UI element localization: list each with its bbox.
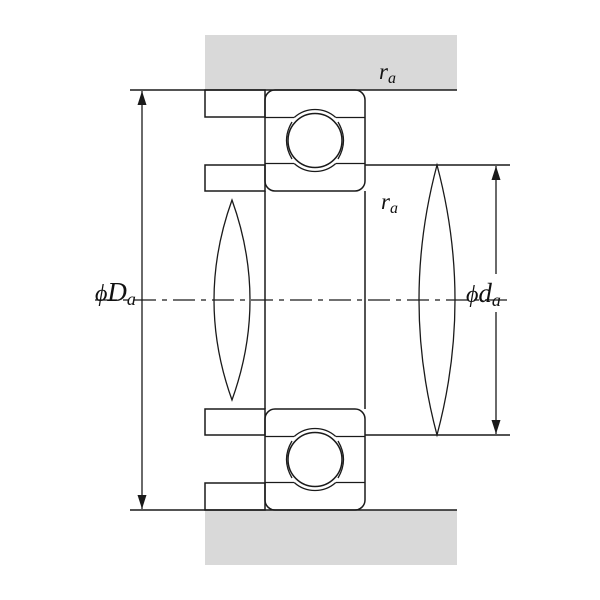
housing-shoulder-top-left xyxy=(204,89,266,118)
bearing-section-bottom xyxy=(264,408,366,511)
shaft-break-curve-left xyxy=(213,198,251,402)
subscript: a xyxy=(390,200,398,217)
arrowhead-down-icon xyxy=(491,420,501,434)
shaft-break-curve-right xyxy=(418,162,456,438)
cage-arc-left xyxy=(285,440,293,479)
bearing-rings-outline-top xyxy=(264,89,366,192)
label-phi-Da: ϕDa xyxy=(95,277,136,309)
bearing-rings-outline-bottom xyxy=(264,408,366,511)
shaft-abutment-top-left xyxy=(204,164,266,192)
radius-letter: r xyxy=(379,59,389,84)
cage-arc-right xyxy=(337,121,345,160)
housing-block-bottom xyxy=(205,510,457,565)
bearing-section-top xyxy=(264,89,366,192)
label-phi-da: ϕda xyxy=(466,278,501,310)
subscript: a xyxy=(388,70,396,87)
phi-symbol: ϕ xyxy=(466,282,478,308)
label-ra-housing: ra xyxy=(379,59,396,87)
ball-bottom xyxy=(287,431,343,488)
ball-top xyxy=(287,112,343,169)
diameter-letter: D xyxy=(106,277,127,307)
outer-raceway-arc xyxy=(293,108,337,118)
phi-symbol: ϕ xyxy=(95,281,107,307)
outer-raceway-arc xyxy=(293,482,337,492)
subscript: a xyxy=(492,290,501,310)
housing-shoulder-bottom-left xyxy=(204,482,266,511)
arrowhead-up-icon xyxy=(491,166,501,180)
arrowhead-up-icon xyxy=(137,91,147,105)
diameter-letter: d xyxy=(478,278,492,308)
cage-arc-left xyxy=(285,121,293,160)
inner-raceway-arc xyxy=(293,427,337,437)
label-ra-shaft: ra xyxy=(381,189,398,217)
dimension-da xyxy=(491,166,501,434)
housing-block-top xyxy=(205,35,457,90)
inner-raceway-arc xyxy=(293,163,337,173)
radius-letter: r xyxy=(381,189,391,214)
arrowhead-down-icon xyxy=(137,495,147,509)
cage-arc-right xyxy=(337,440,345,479)
shaft-abutment-bottom-left xyxy=(204,408,266,436)
subscript: a xyxy=(127,289,136,309)
